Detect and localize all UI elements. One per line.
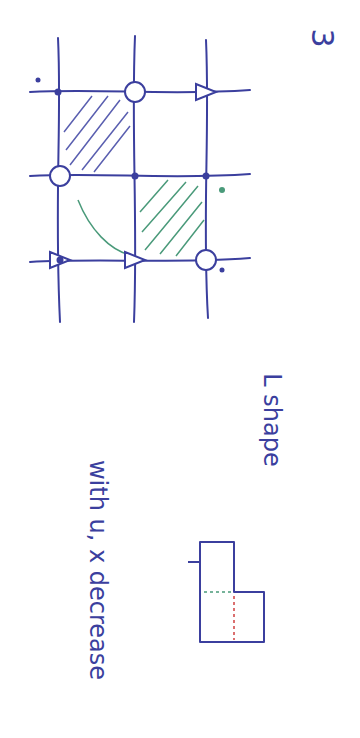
l-shape (200, 542, 264, 642)
triangle-marker (125, 252, 145, 268)
hatch (64, 96, 130, 172)
hatch (78, 200, 130, 255)
dashed-line (233, 596, 235, 640)
hatch (140, 180, 204, 256)
circle-marker (50, 166, 70, 186)
dot (220, 268, 225, 273)
dot (203, 173, 210, 180)
note-label: L shape (259, 373, 285, 466)
dot (132, 173, 139, 180)
note-label: with u, x decrease (85, 460, 111, 680)
dashed-line (204, 591, 232, 593)
l-shape (188, 561, 200, 563)
page-number: 3 (306, 28, 339, 47)
triangle-marker (196, 84, 216, 100)
dot (36, 78, 41, 83)
dot (57, 257, 64, 264)
circle-marker (196, 250, 216, 270)
dot (219, 187, 225, 193)
triangle-marker (50, 252, 70, 268)
dot (55, 89, 62, 96)
circle-marker (125, 82, 145, 102)
